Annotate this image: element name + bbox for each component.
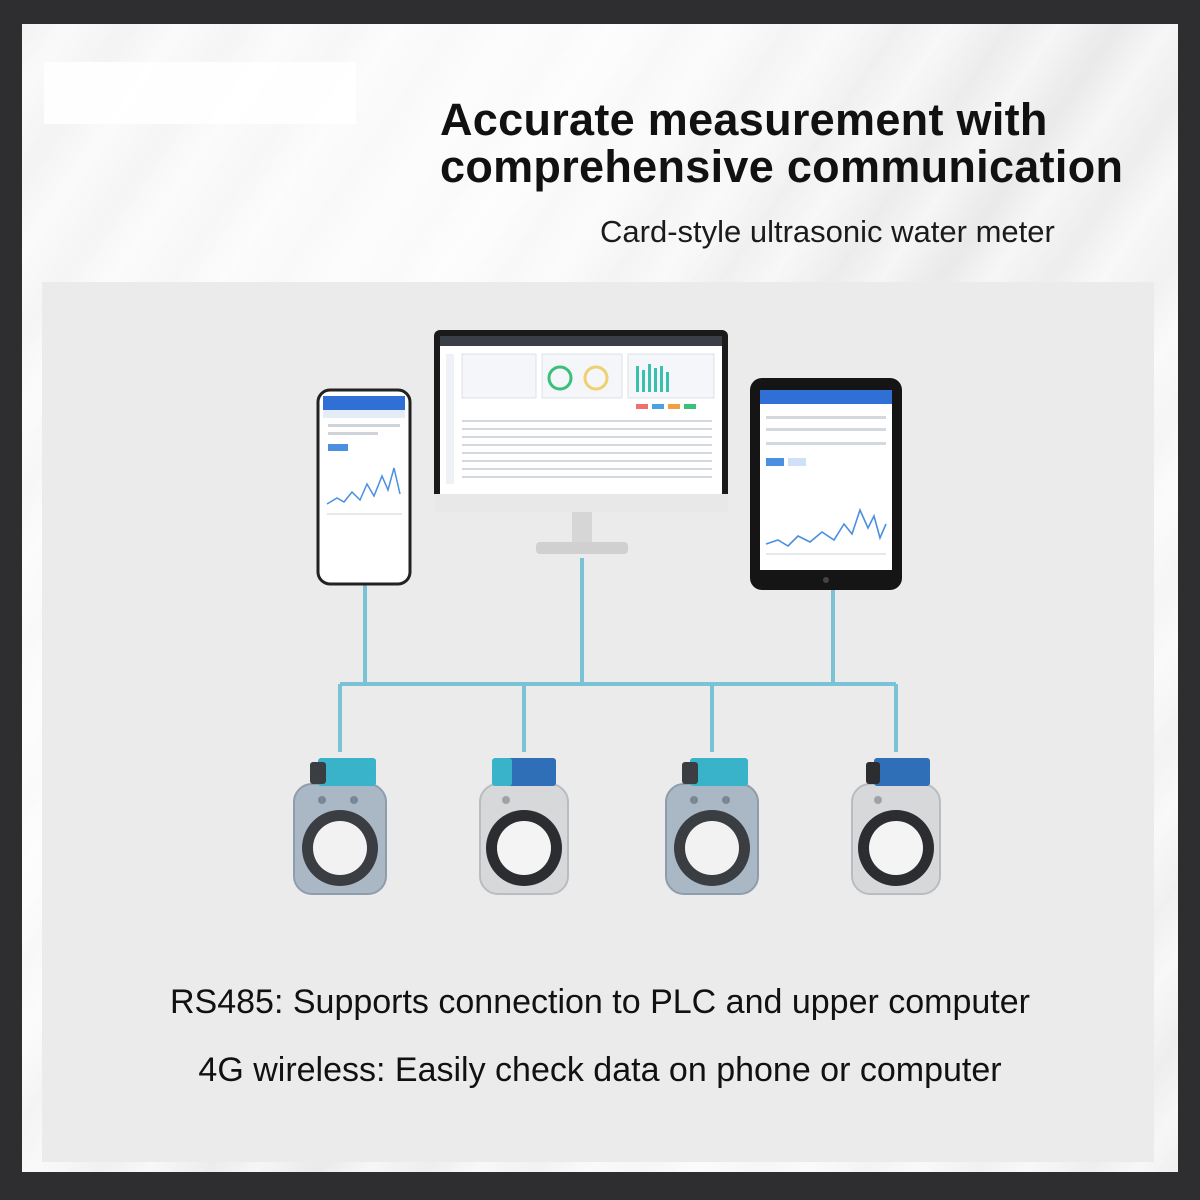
water-meter-3	[665, 758, 759, 895]
page-subtitle: Card-style ultrasonic water meter	[600, 214, 1055, 249]
title-line-2: comprehensive communication	[440, 141, 1124, 192]
water-meter-1	[293, 758, 387, 895]
network-diagram	[293, 330, 941, 895]
blank-label-area	[44, 62, 356, 124]
desktop-monitor-icon	[434, 330, 728, 554]
page-title: Accurate measurement with comprehensive …	[440, 96, 1178, 190]
smartphone-icon	[316, 388, 412, 586]
product-banner: Accurate measurement with comprehensive …	[22, 24, 1178, 1172]
tablet-icon	[750, 378, 902, 590]
feature-rs485: RS485: Supports connection to PLC and up…	[170, 983, 1030, 1021]
connector-lines	[338, 558, 898, 752]
feature-4g-wireless: 4G wireless: Easily check data on phone …	[198, 1051, 1002, 1089]
water-meter-2	[479, 758, 569, 895]
water-meter-4	[851, 758, 941, 895]
title-line-1: Accurate measurement with	[440, 94, 1048, 145]
